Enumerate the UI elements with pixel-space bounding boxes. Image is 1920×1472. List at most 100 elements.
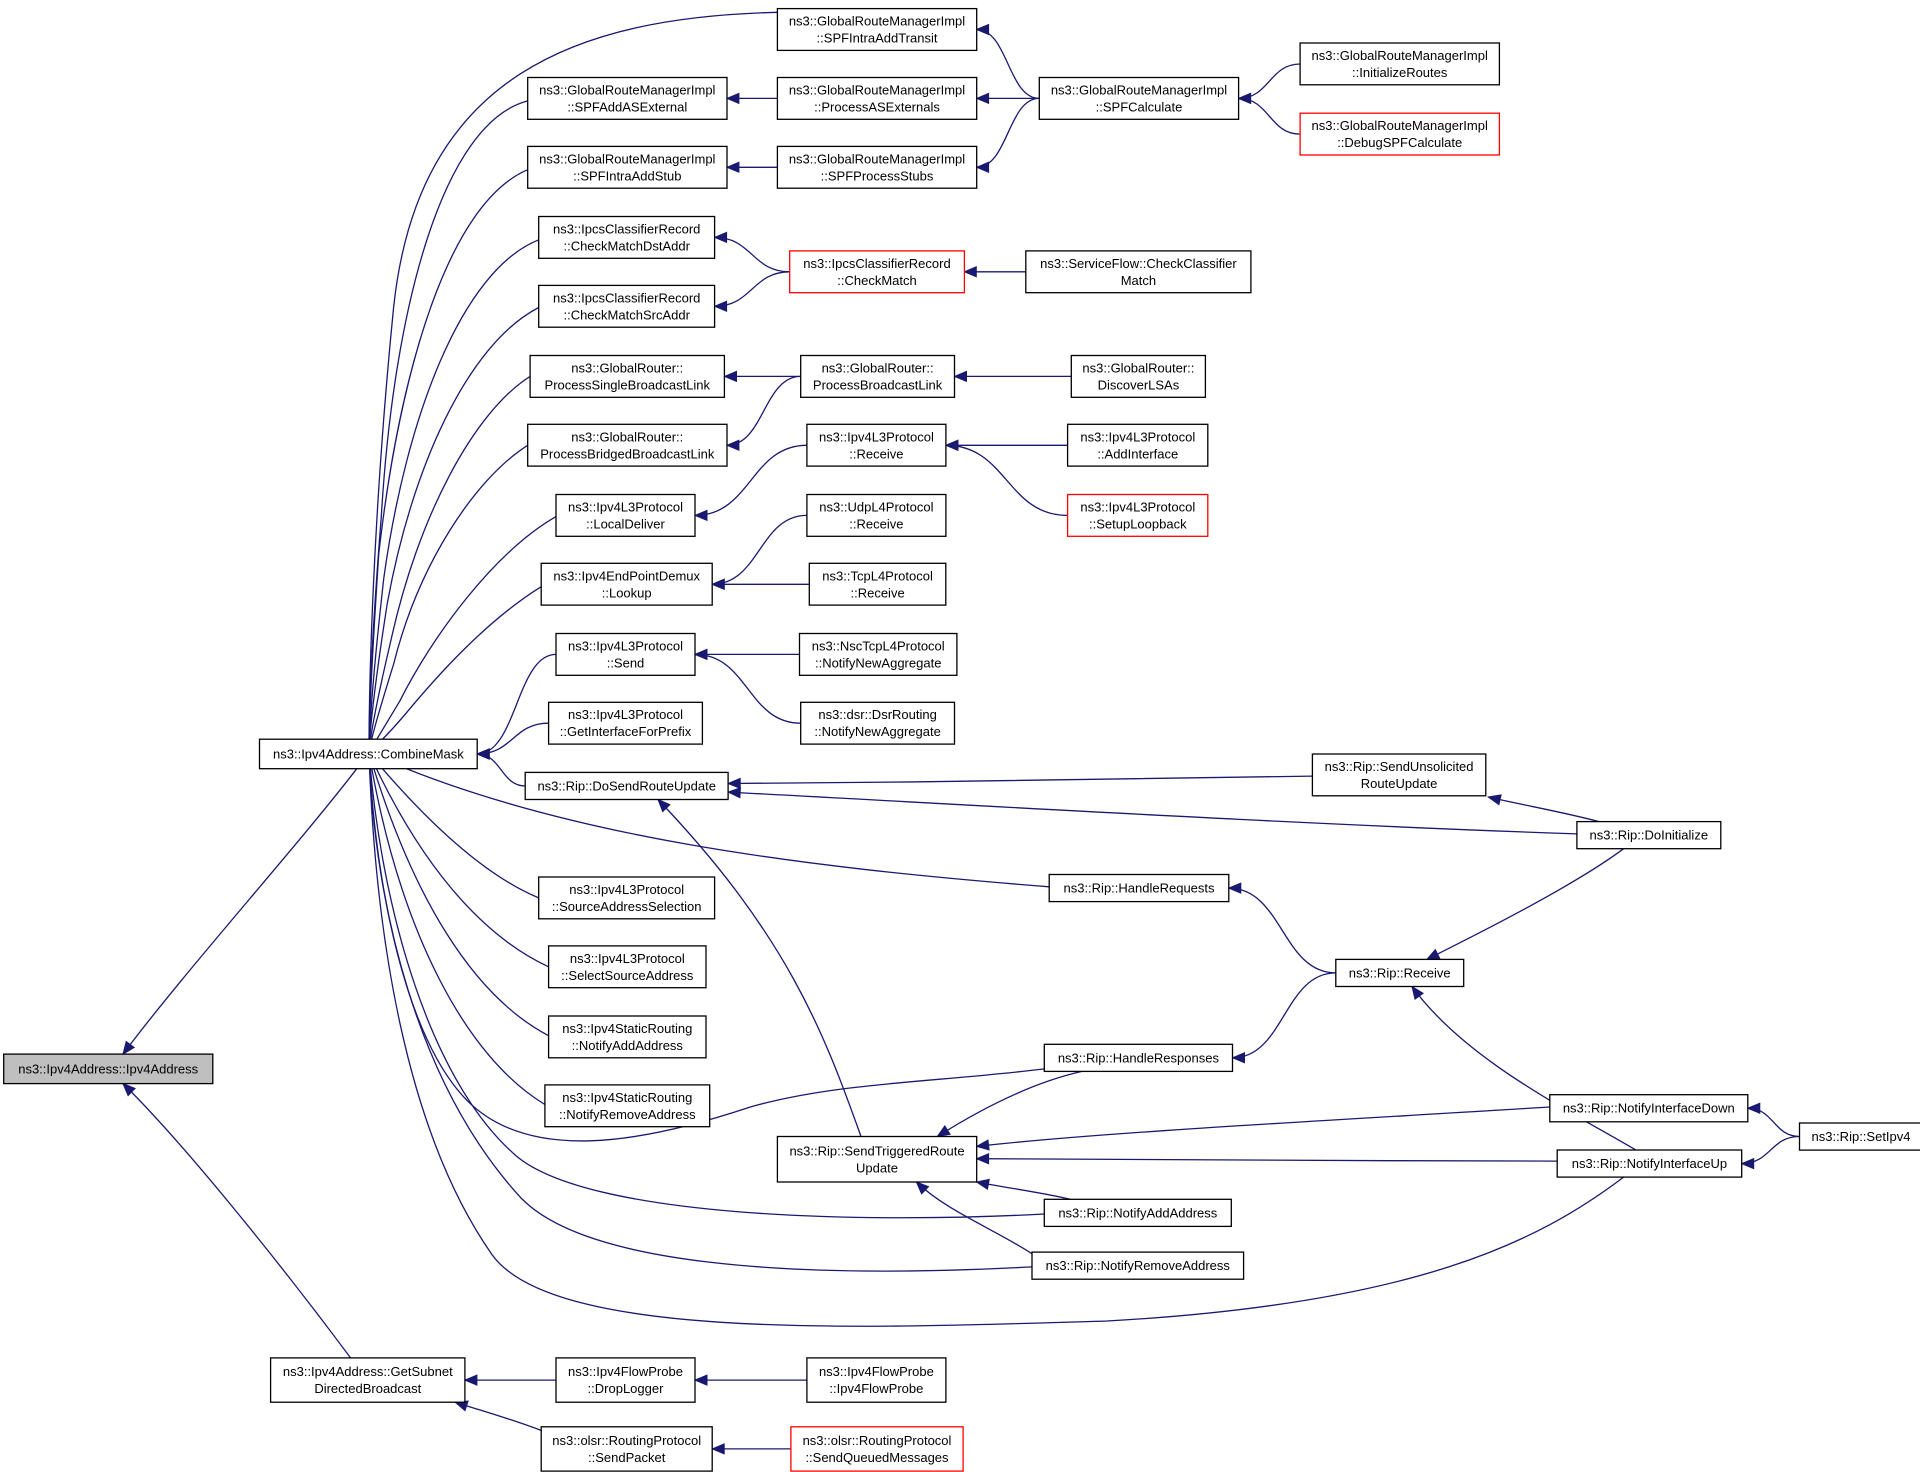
node-label-line: DiscoverLSAs — [1098, 377, 1180, 392]
node-spfIntraAddTransit[interactable]: ns3::GlobalRouteManagerImpl::SPFIntraAdd… — [776, 7, 978, 52]
node-dropLogger[interactable]: ns3::Ipv4FlowProbe::DropLogger — [555, 1357, 696, 1403]
node-spfAddASExternal[interactable]: ns3::GlobalRouteManagerImpl::SPFAddASExt… — [527, 76, 728, 120]
edge-arrowhead — [1231, 1052, 1245, 1064]
node-label-line: ::SPFCalculate — [1096, 99, 1183, 114]
node-box — [806, 423, 947, 467]
node-doSendRouteUpdate[interactable]: ns3::Rip::DoSendRouteUpdate — [524, 771, 729, 801]
node-processBridgedBL[interactable]: ns3::GlobalRouter::ProcessBridgedBroadca… — [527, 423, 728, 467]
node-box — [1066, 493, 1209, 537]
node-spfCalculate[interactable]: ns3::GlobalRouteManagerImpl::SPFCalculat… — [1038, 76, 1240, 120]
node-srcAddrSel[interactable]: ns3::Ipv4L3Protocol::SourceAddressSelect… — [538, 876, 716, 920]
node-checkMatchSrc[interactable]: ns3::IpcsClassifierRecord::CheckMatchSrc… — [538, 284, 716, 328]
node-label-line: ns3::Ipv4L3Protocol — [1080, 499, 1195, 514]
edge-line — [1238, 63, 1301, 100]
node-notifyIfaceUp[interactable]: ns3::Rip::NotifyInterfaceUp — [1556, 1149, 1743, 1178]
node-box — [806, 493, 947, 537]
edge-arrowhead — [975, 23, 990, 36]
node-getsubnet[interactable]: ns3::Ipv4Address::GetSubnetDirectedBroad… — [269, 1357, 466, 1403]
node-doInitialize[interactable]: ns3::Rip::DoInitialize — [1576, 820, 1722, 850]
node-flowProbeCtor[interactable]: ns3::Ipv4FlowProbe::Ipv4FlowProbe — [806, 1357, 947, 1403]
node-box — [269, 1357, 466, 1403]
edge-line — [712, 514, 807, 585]
node-udpReceive[interactable]: ns3::UdpL4Protocol::Receive — [806, 493, 947, 537]
node-label-line: ns3::GlobalRouteManagerImpl — [789, 151, 965, 166]
edge-discoverLSAs-to-processBL — [953, 370, 1072, 383]
edge-arrowhead — [975, 1152, 990, 1165]
node-label-line: ns3::TcpL4Protocol — [822, 568, 933, 583]
node-initializeRoutes[interactable]: ns3::GlobalRouteManagerImpl::InitializeR… — [1299, 42, 1501, 86]
node-setIpv4[interactable]: ns3::Rip::SetIpv4 — [1798, 1122, 1920, 1151]
edge-line — [1488, 796, 1600, 823]
node-box — [1299, 42, 1501, 86]
node-nscNotify[interactable]: ns3::NscTcpL4Protocol::NotifyNewAggregat… — [798, 632, 958, 676]
node-label-line: ns3::Rip::NotifyInterfaceDown — [1563, 1101, 1735, 1116]
edge-line — [936, 1070, 1083, 1138]
edge-ripNotifyRemove-to-sendTriggered — [915, 1181, 1034, 1256]
node-box — [1025, 250, 1252, 294]
node-combine[interactable]: ns3::Ipv4Address::CombineMask — [258, 738, 478, 770]
edge-dsrNotify-to-ipv4l3Send — [693, 648, 801, 724]
node-spfProcessStubs[interactable]: ns3::GlobalRouteManagerImpl::SPFProcessS… — [776, 145, 978, 189]
node-discoverLSAs[interactable]: ns3::GlobalRouter::DiscoverLSAs — [1070, 354, 1207, 398]
edge-line — [694, 444, 807, 517]
node-handleRequests[interactable]: ns3::Rip::HandleRequests — [1048, 873, 1230, 903]
edge-arrowhead — [975, 1139, 990, 1151]
node-ripReceive[interactable]: ns3::Rip::Receive — [1335, 958, 1465, 988]
edge-ripReceive-to-handleResponses — [1231, 972, 1336, 1064]
node-label-line: ::SelectSourceAddress — [561, 968, 694, 983]
node-box — [790, 1426, 964, 1472]
node-label-line: ns3::Ipv4L3Protocol — [568, 707, 683, 722]
edge-lookup-to-combine — [368, 586, 542, 754]
node-ipv4l3Send[interactable]: ns3::Ipv4L3Protocol::Send — [555, 632, 696, 676]
node-localDeliver[interactable]: ns3::Ipv4L3Protocol::LocalDeliver — [555, 493, 696, 537]
node-processBL[interactable]: ns3::GlobalRouter::ProcessBroadcastLink — [800, 354, 956, 398]
edge-arrowhead — [975, 1178, 990, 1191]
node-checkMatch[interactable]: ns3::IpcsClassifierRecord::CheckMatch — [789, 250, 966, 294]
node-checkMatchDst[interactable]: ns3::IpcsClassifierRecord::CheckMatchDst… — [538, 215, 716, 259]
edge-line — [368, 752, 549, 968]
edge-arrowhead — [693, 1374, 708, 1386]
node-label-line: ns3::Ipv4FlowProbe — [568, 1364, 683, 1379]
edge-combine-to-root — [122, 768, 358, 1056]
node-debugSPF[interactable]: ns3::GlobalRouteManagerImpl::DebugSPFCal… — [1299, 112, 1501, 156]
node-spfIntraAddStub[interactable]: ns3::GlobalRouteManagerImpl::SPFIntraAdd… — [527, 145, 728, 189]
node-olsrSendPacket[interactable]: ns3::olsr::RoutingProtocol::SendPacket — [540, 1426, 713, 1472]
node-staticNotifyAdd[interactable]: ns3::Ipv4StaticRouting::NotifyAddAddress — [547, 1015, 707, 1059]
edge-srcAddrSel-to-combine — [368, 751, 539, 899]
node-label-line: ns3::IpcsClassifierRecord — [553, 290, 700, 305]
node-dsrNotify[interactable]: ns3::dsr::DsrRouting::NotifyNewAggregate — [800, 701, 956, 745]
node-root[interactable]: ns3::Ipv4Address::Ipv4Address — [3, 1053, 214, 1085]
edge-arrowhead — [953, 370, 967, 383]
edge-line — [477, 753, 526, 787]
node-selectSrcAddr[interactable]: ns3::Ipv4L3Protocol::SelectSourceAddress — [547, 945, 707, 989]
node-notifyIfaceDown[interactable]: ns3::Rip::NotifyInterfaceDown — [1549, 1094, 1749, 1123]
edge-line — [945, 444, 1068, 517]
node-addInterface[interactable]: ns3::Ipv4L3Protocol::AddInterface — [1066, 423, 1209, 467]
edge-arrowhead — [975, 161, 990, 174]
node-ripNotifyRemove[interactable]: ns3::Rip::NotifyRemoveAddress — [1031, 1251, 1245, 1280]
node-handleResponses[interactable]: ns3::Rip::HandleResponses — [1043, 1043, 1234, 1073]
node-box — [544, 1084, 711, 1128]
node-tcpReceive[interactable]: ns3::TcpL4Protocol::Receive — [808, 562, 947, 606]
node-label-line: Update — [856, 1160, 898, 1175]
node-label-line: ::CheckMatchSrcAddr — [563, 307, 690, 322]
node-label-line: ns3::IpcsClassifierRecord — [553, 221, 700, 236]
node-getIfaceForPrefix[interactable]: ns3::Ipv4L3Protocol::GetInterfaceForPref… — [547, 701, 704, 745]
edge-line — [122, 1083, 352, 1359]
node-ripNotifyAdd[interactable]: ns3::Rip::NotifyAddAddress — [1043, 1198, 1232, 1228]
node-staticNotifyRemove[interactable]: ns3::Ipv4StaticRouting::NotifyRemoveAddr… — [544, 1084, 711, 1128]
node-ipv4l3Receive[interactable]: ns3::Ipv4L3Protocol::Receive — [806, 423, 947, 467]
node-setupLoopback[interactable]: ns3::Ipv4L3Protocol::SetupLoopback — [1066, 493, 1209, 537]
node-label-line: ns3::Ipv4L3Protocol — [1080, 429, 1195, 444]
node-lookup[interactable]: ns3::Ipv4EndPointDemux::Lookup — [540, 562, 713, 606]
edge-dropLogger-to-getsubnet — [463, 1374, 556, 1386]
node-olsrSendQueued[interactable]: ns3::olsr::RoutingProtocol::SendQueuedMe… — [790, 1426, 964, 1472]
node-processASExternals[interactable]: ns3::GlobalRouteManagerImpl::ProcessASEx… — [776, 76, 978, 120]
node-processSingleBL[interactable]: ns3::GlobalRouter::ProcessSingleBroadcas… — [529, 354, 726, 398]
edge-arrowhead — [1740, 1157, 1755, 1170]
edge-olsrSendQueued-to-olsrSendPacket — [710, 1443, 791, 1455]
edge-line — [368, 752, 1624, 1327]
